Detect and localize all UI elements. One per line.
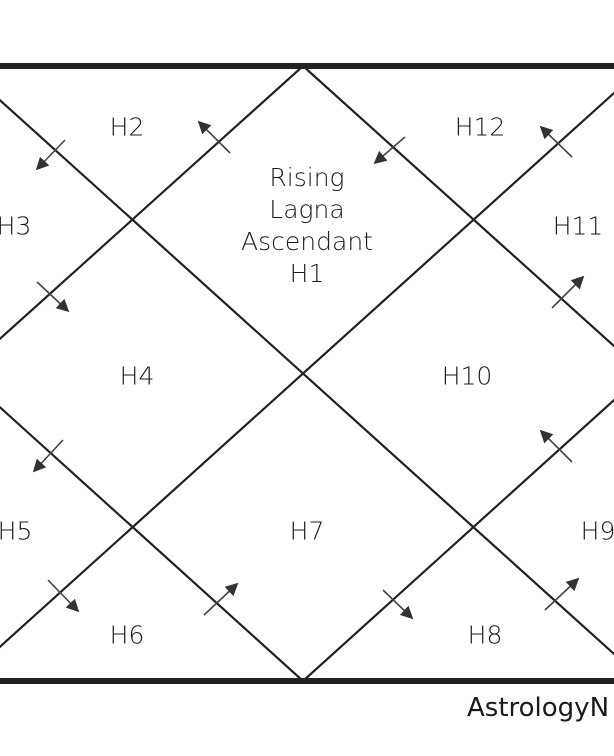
arrow-icon: [382, 589, 414, 620]
arrow-icon: [551, 275, 585, 309]
house-8-label: H8: [467, 620, 503, 650]
house-1-line: Rising: [269, 163, 345, 192]
house-1-line: Lagna: [269, 195, 345, 224]
arrow-icon: [203, 582, 239, 616]
arrow-icon: [47, 579, 80, 613]
arrow-icon: [373, 136, 406, 165]
house-1-line: H1: [289, 259, 325, 288]
arrow-icon: [32, 439, 64, 473]
arrow-icon: [197, 120, 231, 154]
inner-diamond: [0, 64, 614, 683]
house-7-label: H7: [289, 516, 325, 546]
house-4-label: H4: [119, 361, 155, 391]
arrow-icon: [35, 139, 66, 171]
house-6-label: H6: [109, 620, 145, 650]
house-9-label: H9: [580, 516, 614, 546]
diagonal-main: [0, 98, 614, 656]
house-3-label: H3: [0, 211, 32, 241]
house-2-label: H2: [109, 112, 145, 142]
house-1-label: Rising Lagna Ascendant H1: [241, 162, 373, 290]
arrow-icon: [36, 281, 70, 313]
arrow-icon: [539, 125, 573, 158]
house-11-label: H11: [552, 211, 604, 241]
arrow-icon: [544, 577, 580, 611]
house-5-label: H5: [0, 516, 33, 546]
house-1-line: Ascendant: [241, 227, 373, 256]
house-12-label: H12: [454, 112, 506, 142]
diagonal-anti: [0, 91, 614, 649]
arrow-icon: [539, 429, 573, 463]
credit-text: AstrologyN: [467, 693, 610, 723]
house-10-label: H10: [441, 361, 493, 391]
